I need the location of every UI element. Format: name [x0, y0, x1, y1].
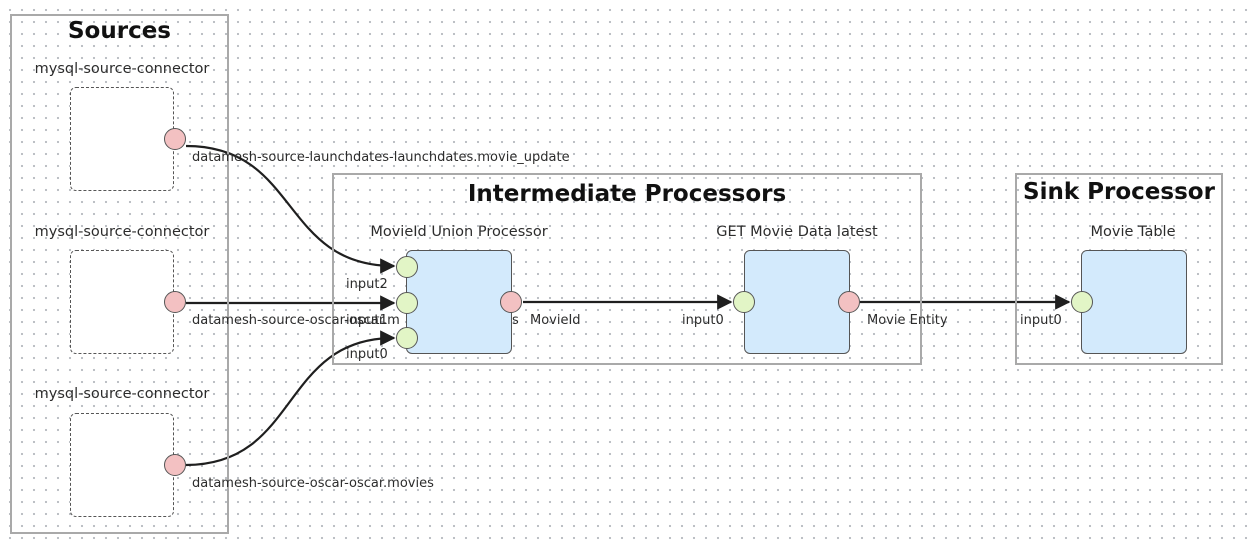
union-output-port[interactable]: [500, 291, 522, 313]
sources-group-title: Sources: [67, 18, 171, 44]
source-node-2[interactable]: [70, 250, 174, 354]
source1-label: mysql-source-connector: [34, 61, 210, 77]
source2-output-port[interactable]: [164, 291, 186, 313]
union-input2-label: input2: [346, 277, 388, 292]
union-output-label: MovieId: [530, 313, 581, 328]
edge-source1-to-union-input2: [185, 144, 396, 274]
union-processor-node[interactable]: [406, 250, 512, 354]
union-input0-port[interactable]: [396, 327, 418, 349]
source1-output-port[interactable]: [164, 128, 186, 150]
source3-output-port[interactable]: [164, 454, 186, 476]
union-processor-label: MovieId Union Processor: [370, 224, 548, 240]
sink-processor-group: Sink Processor: [1015, 173, 1223, 365]
union-input1-label: input1: [346, 313, 388, 328]
union-output-label-prefix: s: [512, 313, 519, 328]
movie-table-label: Movie Table: [1090, 224, 1176, 240]
edge-source3-to-union-input0: [185, 330, 396, 467]
intermediate-processors-group-title: Intermediate Processors: [467, 181, 787, 207]
source3-label: mysql-source-connector: [34, 386, 210, 402]
get-movie-output-label: Movie Entity: [867, 313, 948, 328]
get-movie-output-port[interactable]: [838, 291, 860, 313]
source2-output-label: datamesh-source-oscar-oscar.m: [192, 313, 400, 328]
union-input1-port[interactable]: [396, 292, 418, 314]
union-input2-port[interactable]: [396, 256, 418, 278]
movie-table-input0-port[interactable]: [1071, 291, 1093, 313]
get-movie-input0-label: input0: [682, 313, 724, 328]
source2-label: mysql-source-connector: [34, 224, 210, 240]
movie-table-input0-label: input0: [1020, 313, 1062, 328]
get-movie-processor-label: GET Movie Data latest: [716, 224, 878, 240]
sink-processor-group-title: Sink Processor: [1023, 179, 1215, 205]
intermediate-processors-group: Intermediate Processors: [332, 173, 922, 365]
source3-output-label: datamesh-source-oscar-oscar.movies: [192, 476, 434, 491]
get-movie-processor-node[interactable]: [744, 250, 850, 354]
source-node-1[interactable]: [70, 87, 174, 191]
source-node-3[interactable]: [70, 413, 174, 517]
source1-output-label: datamesh-source-launchdates-launchdates.…: [192, 150, 570, 165]
union-input0-label: input0: [346, 347, 388, 362]
movie-table-node[interactable]: [1081, 250, 1187, 354]
get-movie-input0-port[interactable]: [733, 291, 755, 313]
sources-group: Sources: [10, 14, 229, 534]
